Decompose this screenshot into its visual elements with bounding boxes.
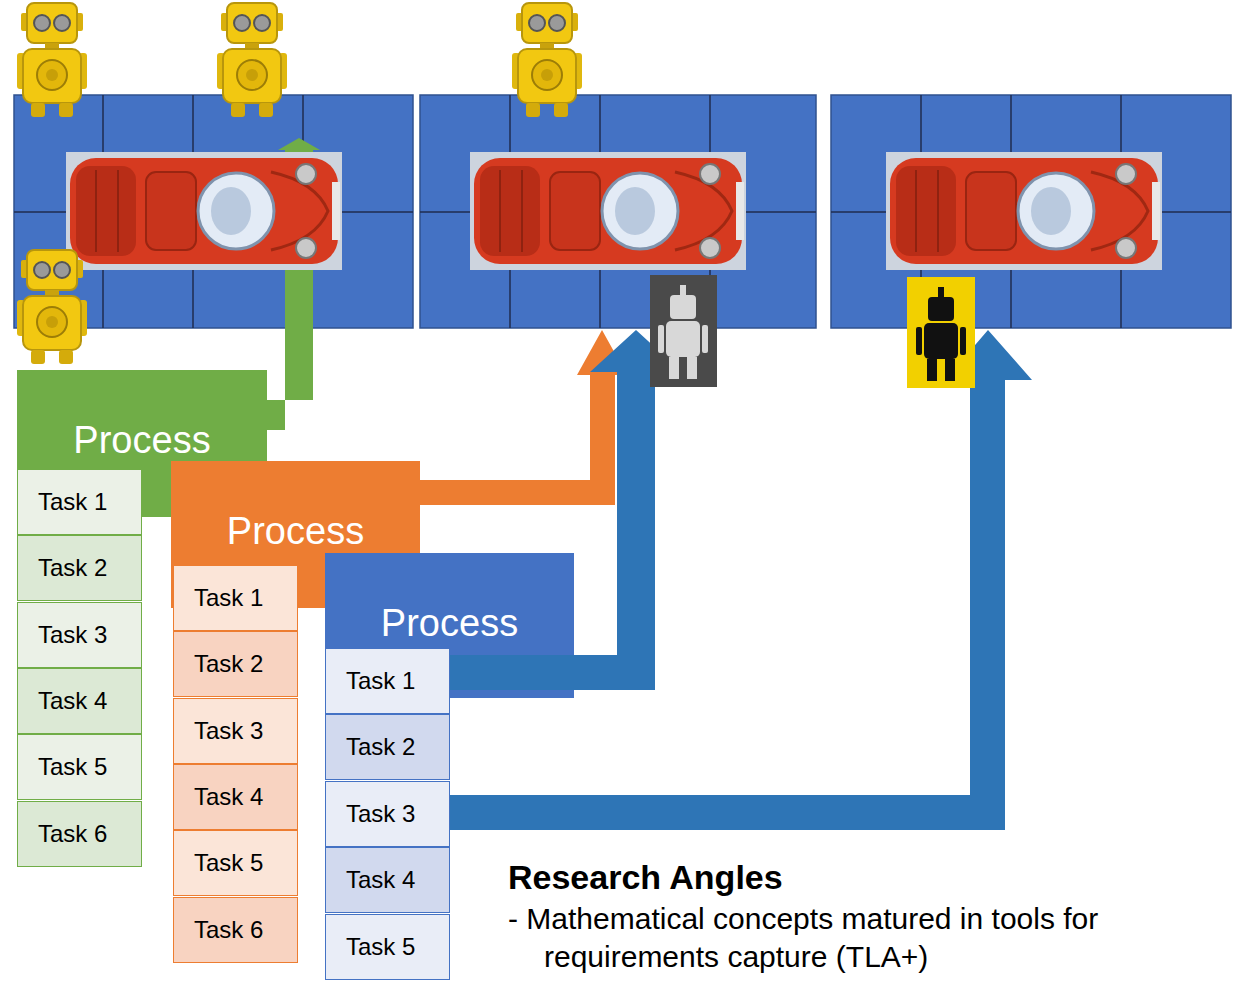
- process-arrow: [420, 330, 627, 505]
- task-box: Task 3: [17, 602, 142, 668]
- robot-picture: [17, 3, 87, 117]
- process-title: Process: [17, 420, 267, 460]
- task-label: Task 3: [194, 717, 263, 745]
- task-box: Task 5: [173, 830, 298, 896]
- task-box: Task 3: [325, 781, 450, 847]
- car-picture: [470, 152, 746, 270]
- task-box: Task 3: [173, 698, 298, 764]
- robot-picture: [907, 277, 975, 388]
- task-box: Task 4: [325, 847, 450, 913]
- task-label: Task 2: [38, 554, 107, 582]
- task-label: Task 6: [194, 916, 263, 944]
- task-label: Task 4: [38, 687, 107, 715]
- task-label: Task 2: [346, 733, 415, 761]
- task-box: Task 2: [325, 714, 450, 780]
- task-label: Task 1: [194, 584, 263, 612]
- task-box: Task 6: [17, 801, 142, 867]
- section-heading: Research Angles: [508, 857, 783, 897]
- robot-picture: [650, 275, 717, 387]
- task-label: Task 4: [194, 783, 263, 811]
- station-panel: [14, 95, 413, 328]
- task-label: Task 1: [38, 488, 107, 516]
- task-label: Task 5: [346, 933, 415, 961]
- process-title: Process: [325, 603, 574, 643]
- process-title: Process: [171, 511, 420, 551]
- task-label: Task 5: [194, 849, 263, 877]
- process-arrow: [450, 655, 574, 690]
- robot-picture: [512, 3, 582, 117]
- task-box: Task 1: [325, 648, 450, 714]
- task-box: Task 4: [17, 668, 142, 734]
- task-box: Task 4: [173, 764, 298, 830]
- robot-picture: [217, 3, 287, 117]
- station-panel: [831, 95, 1231, 328]
- task-box: Task 2: [17, 535, 142, 601]
- task-box: Task 1: [173, 565, 298, 631]
- task-label: Task 6: [38, 820, 107, 848]
- task-box: Task 2: [173, 631, 298, 697]
- task-box: Task 5: [17, 734, 142, 800]
- task-box: Task 6: [173, 897, 298, 963]
- task-label: Task 3: [38, 621, 107, 649]
- task-box: Task 1: [17, 469, 142, 535]
- task-label: Task 2: [194, 650, 263, 678]
- task-label: Task 1: [346, 667, 415, 695]
- task-label: Task 5: [38, 753, 107, 781]
- task-label: Task 3: [346, 800, 415, 828]
- car-picture: [66, 152, 342, 270]
- process-arrow: [450, 655, 574, 690]
- car-picture: [886, 152, 1162, 270]
- task-box: Task 5: [325, 914, 450, 980]
- bullet-note: - Mathematical concepts matured in tools…: [508, 900, 1230, 976]
- task-label: Task 4: [346, 866, 415, 894]
- robot-picture: [17, 250, 87, 364]
- station-panel: [420, 95, 816, 328]
